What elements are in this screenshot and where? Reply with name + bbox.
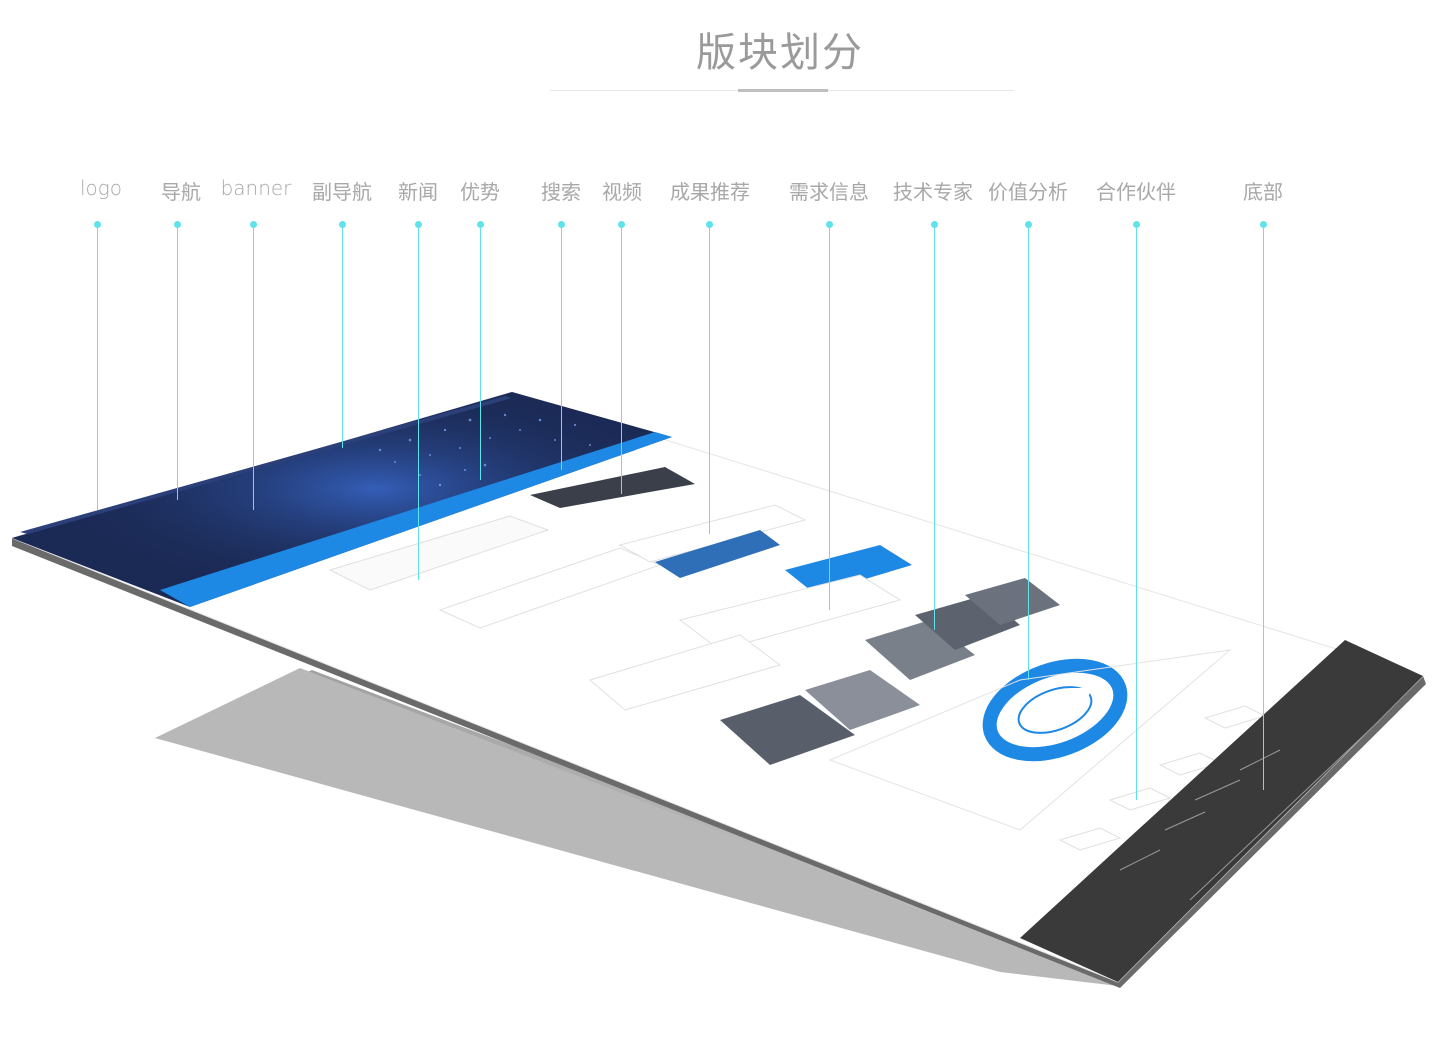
card-demand: [785, 545, 912, 594]
label-video: 视频: [602, 180, 642, 204]
card-news: [328, 515, 550, 591]
leader-line-video: [621, 224, 622, 494]
leader-line-banner: [253, 224, 254, 510]
heading-divider-accent: [738, 89, 828, 92]
label-value: 价值分析: [988, 180, 1068, 204]
leader-line-subnav: [342, 224, 343, 448]
label-nav: 导航: [161, 180, 201, 204]
label-subnav: 副导航: [312, 180, 372, 204]
expert-photo-2: [805, 670, 920, 730]
card-video: [530, 467, 695, 508]
label-partners: 合作伙伴: [1096, 180, 1176, 204]
label-banner: banner: [220, 176, 292, 200]
footer-region: [1020, 640, 1423, 982]
footer-text-lines: [1119, 719, 1381, 901]
card-results-1: [618, 504, 807, 563]
label-news: 新闻: [398, 180, 438, 204]
label-search: 搜索: [541, 180, 581, 204]
banner-glow: [12, 392, 672, 607]
card-demand-2: [588, 634, 782, 711]
leader-line-partners: [1136, 224, 1137, 800]
value-ring: [982, 658, 1128, 762]
footer-qr: [1029, 688, 1092, 716]
leader-line-logo: [97, 224, 98, 510]
label-demand: 需求信息: [789, 180, 869, 204]
mockup-shadow-body: [155, 668, 1118, 986]
label-footer: 底部: [1243, 180, 1283, 204]
leader-line-search: [561, 224, 562, 470]
leader-line-nav: [177, 224, 178, 500]
label-advantage: 优势: [460, 180, 500, 204]
label-logo: logo: [79, 176, 123, 200]
leader-line-experts: [934, 224, 935, 630]
expert-photo-5: [965, 578, 1060, 625]
card-demand-list: [678, 574, 902, 651]
leader-line-demand: [829, 224, 830, 610]
banner-blue-band: [160, 432, 672, 607]
nav-bar: [20, 396, 512, 534]
leader-line-news: [418, 224, 419, 580]
label-results: 成果推荐: [670, 180, 750, 204]
leader-line-value: [1028, 224, 1029, 680]
card-results-img: [655, 530, 780, 578]
page-heading: 版块划分: [696, 30, 864, 76]
label-experts: 技术专家: [893, 180, 973, 204]
value-panel: [828, 649, 1232, 831]
banner-particles: [378, 413, 591, 487]
leader-line-results: [709, 224, 710, 534]
leader-line-footer: [1263, 224, 1264, 790]
expert-photo-1: [720, 695, 855, 765]
leader-line-advantage: [480, 224, 481, 480]
